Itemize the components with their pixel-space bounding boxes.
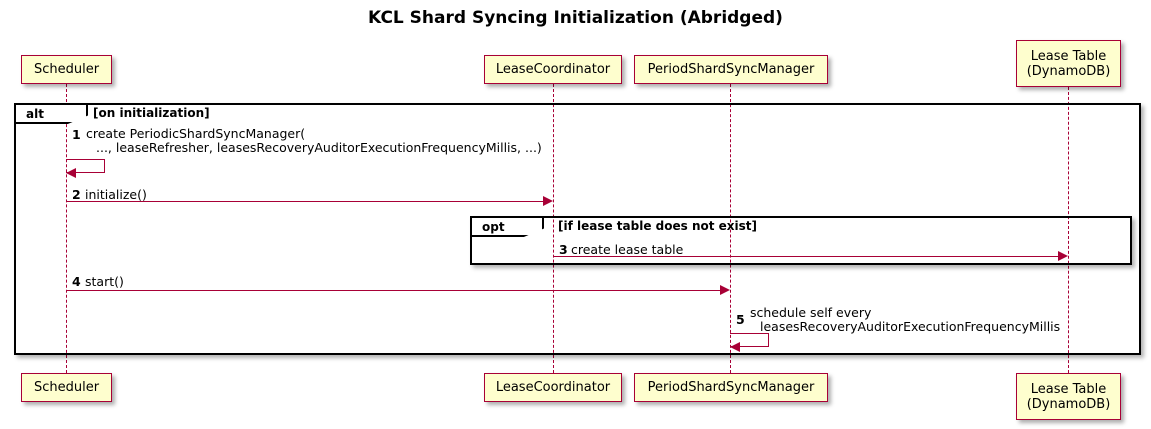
participant-lease-table-top[interactable]: Lease Table (DynamoDB) xyxy=(1016,40,1121,87)
participant-lease-coordinator-top[interactable]: LeaseCoordinator xyxy=(484,55,622,84)
message-1-number: 1 xyxy=(72,127,81,142)
message-1-label: 1 xyxy=(72,128,81,142)
opt-frame-condition: [if lease table does not exist] xyxy=(558,219,758,233)
participant-lease-table-bottom[interactable]: Lease Table (DynamoDB) xyxy=(1016,373,1121,420)
participant-lease-table-label-bottom-line1: Lease Table xyxy=(1030,381,1107,397)
alt-frame: alt xyxy=(14,103,1141,355)
message-3-text: create lease table xyxy=(571,242,684,257)
message-1-self-loop xyxy=(66,159,105,173)
participant-lease-coordinator-bottom[interactable]: LeaseCoordinator xyxy=(484,373,622,402)
message-5-self-loop xyxy=(730,333,769,347)
participant-lease-table-label-bottom-line2: (DynamoDB) xyxy=(1026,396,1111,412)
participant-scheduler-bottom[interactable]: Scheduler xyxy=(21,373,112,402)
message-5-number: 5 xyxy=(736,312,745,327)
lifeline-period-shard-sync-manager xyxy=(730,84,731,373)
message-4-text: start() xyxy=(85,274,124,289)
opt-frame-label: opt xyxy=(472,218,544,237)
message-2-arrow-head xyxy=(543,196,553,206)
message-4-arrow-head xyxy=(720,285,730,295)
participant-scheduler-top[interactable]: Scheduler xyxy=(21,55,112,84)
participant-lease-coordinator-label: LeaseCoordinator xyxy=(495,62,611,77)
message-3-arrow-head xyxy=(1058,251,1068,261)
diagram-title: KCL Shard Syncing Initialization (Abridg… xyxy=(368,8,783,28)
opt-frame: opt xyxy=(470,216,1132,265)
message-3-number: 3 xyxy=(559,242,568,257)
alt-frame-label: alt xyxy=(16,105,88,124)
alt-frame-condition: [on initialization] xyxy=(93,106,210,120)
participant-lease-coordinator-label-bottom: LeaseCoordinator xyxy=(495,380,611,395)
message-2-number: 2 xyxy=(72,187,81,202)
message-2-label: 2 xyxy=(72,188,81,202)
participant-period-shard-sync-manager-bottom[interactable]: PeriodShardSyncManager xyxy=(634,373,828,402)
participant-period-shard-sync-manager-label-bottom: PeriodShardSyncManager xyxy=(647,380,815,395)
message-1-text-line1: create PeriodicShardSyncManager( xyxy=(86,126,306,141)
message-3-label: 3 xyxy=(559,243,568,257)
participant-lease-table-label-line1: Lease Table xyxy=(1030,48,1107,64)
message-5-label: 5 xyxy=(736,313,745,327)
lifeline-scheduler xyxy=(66,84,67,373)
lifeline-lease-coordinator xyxy=(553,84,554,373)
message-2-line xyxy=(66,201,543,202)
message-5-text-line2: leasesRecoveryAuditorExecutionFrequencyM… xyxy=(760,319,1061,334)
participant-scheduler-label-bottom: Scheduler xyxy=(33,380,100,395)
participant-scheduler-label: Scheduler xyxy=(33,62,100,77)
message-4-number: 4 xyxy=(72,274,81,289)
message-4-line xyxy=(66,290,720,291)
lifeline-lease-table xyxy=(1068,87,1069,373)
message-1-arrow-head xyxy=(66,168,76,178)
participant-lease-table-label-line2: (DynamoDB) xyxy=(1026,63,1111,79)
message-5-arrow-head xyxy=(730,342,740,352)
message-5-text-line1: schedule self every xyxy=(750,305,872,320)
message-4-label: 4 xyxy=(72,275,81,289)
message-3-line xyxy=(553,256,1058,257)
message-1-text-line2: ..., leaseRefresher, leasesRecoveryAudit… xyxy=(96,140,542,155)
message-2-text: initialize() xyxy=(85,187,147,202)
participant-period-shard-sync-manager-top[interactable]: PeriodShardSyncManager xyxy=(634,55,828,84)
participant-period-shard-sync-manager-label: PeriodShardSyncManager xyxy=(647,62,815,77)
